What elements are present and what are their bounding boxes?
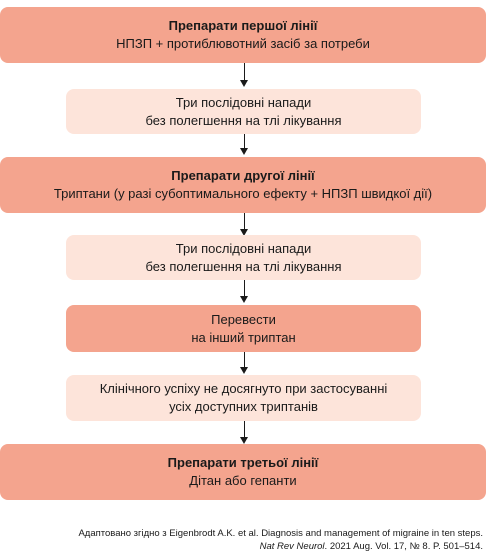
condition-3-line-1: Клінічного успіху не досягнуто при засто…	[99, 381, 388, 396]
first-line-text: НПЗП + протиблювотний засіб за потреби	[116, 36, 370, 51]
third-line-text: Дітан або гепанти	[189, 473, 297, 488]
first-line-title: Препарати першої лінії	[168, 18, 318, 33]
second-line-text: Триптани (у разі субоптимального ефекту …	[53, 186, 433, 201]
condition-2-line-1: Три послідовні напади	[175, 240, 312, 256]
third-line-box: Препарати третьої лінії Дітан або гепант…	[0, 444, 486, 500]
condition-box-3: Клінічного успіху не досягнуто при засто…	[66, 375, 421, 421]
condition-1-line-2: без полегшення на тлі лікування	[145, 112, 342, 128]
second-line-box: Препарати другої лінії Триптани (у разі …	[0, 157, 486, 213]
condition-box-1: Три послідовні напади без полегшення на …	[66, 89, 421, 134]
source-note: Адаптовано згідно з Eigenbrodt A.K. et a…	[78, 527, 483, 553]
source-line-1: Адаптовано згідно з Eigenbrodt A.K. et a…	[78, 528, 483, 539]
source-details: . 2021 Aug. Vol. 17, № 8. P. 501–514.	[324, 541, 483, 552]
switch-triptan-box: Перевести на інший триптан	[66, 305, 421, 352]
condition-3-line-2: усіх доступних триптанів	[169, 399, 318, 414]
source-journal: Nat Rev Neurol	[259, 541, 325, 552]
second-line-title: Препарати другої лінії	[171, 168, 315, 183]
first-line-box: Препарати першої лінії НПЗП + протиблюво…	[0, 7, 486, 63]
source-line-2: Nat Rev Neurol. 2021 Aug. Vol. 17, № 8. …	[78, 540, 483, 553]
condition-1-line-1: Три послідовні напади	[175, 94, 312, 110]
third-line-title: Препарати третьої лінії	[167, 455, 319, 470]
condition-2-line-2: без полегшення на тлі лікування	[145, 258, 342, 274]
condition-box-2: Три послідовні напади без полегшення на …	[66, 235, 421, 280]
switch-triptan-line-1: Перевести	[211, 311, 276, 327]
switch-triptan-line-2: на інший триптан	[191, 329, 296, 345]
